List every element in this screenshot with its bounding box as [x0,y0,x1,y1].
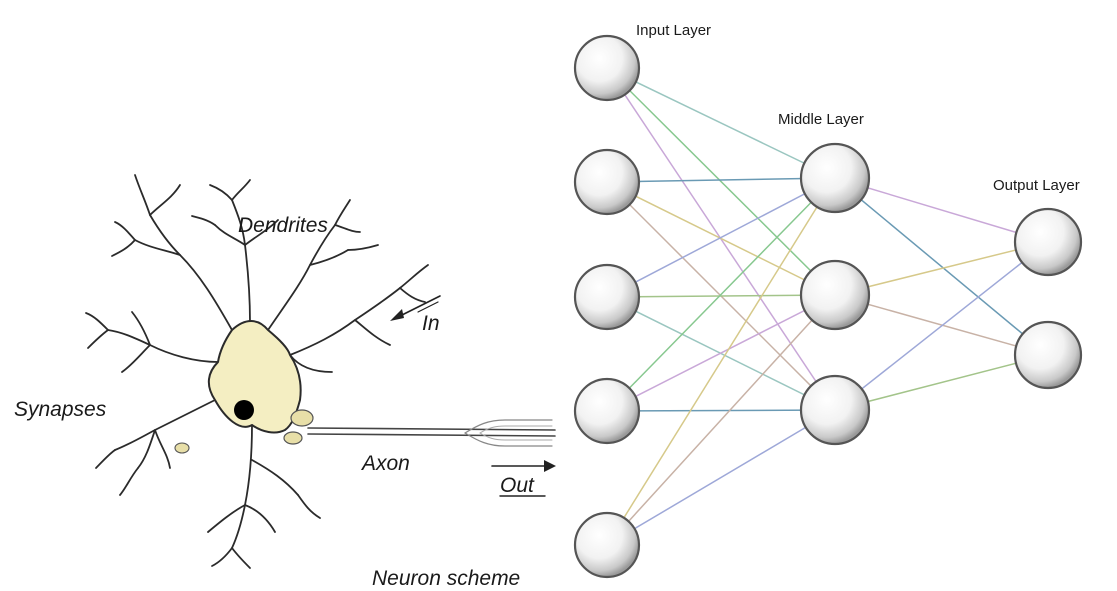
connection-input-middle [606,181,836,296]
nucleus [234,400,254,420]
axon [307,419,556,447]
connection-input-middle [606,294,836,412]
network-connections [606,67,1049,546]
neuron-scheme-label: Neuron scheme [372,567,520,590]
synapse-bulb [283,431,303,445]
out-arrow [491,460,556,497]
connection-input-middle [606,67,836,179]
synapse-bulb [174,442,190,454]
synapse-bulb [290,409,314,427]
connection-input-middle [606,177,836,298]
input-node [573,511,641,579]
connection-input-middle [606,177,836,183]
connection-input-middle [606,177,836,546]
input-node [573,148,641,216]
connection-input-middle [606,177,836,412]
middle-node [799,374,871,446]
input-node [573,377,641,445]
connection-input-middle [606,409,836,546]
axon-label: Axon [360,452,410,475]
connection-middle-output [834,177,1049,356]
in-label: In [422,312,440,335]
input-node [573,34,641,102]
input-layer-label: Input Layer [636,22,711,39]
soma [207,320,302,434]
neuron-illustration [85,174,556,569]
middle-layer-label: Middle Layer [778,111,864,128]
connection-middle-output [834,354,1049,411]
connection-input-middle [606,294,836,298]
synapses-label: Synapses [14,398,107,421]
connection-input-middle [606,67,836,296]
out-label: Out [500,474,535,497]
connection-input-middle [606,409,836,412]
network-nodes [573,34,1083,579]
input-node [573,263,641,331]
output-layer-label: Output Layer [993,177,1080,194]
in-arrow [390,295,441,321]
connection-middle-output [834,241,1049,411]
dendrites-label: Dendrites [238,214,328,237]
connection-middle-output [834,177,1049,243]
middle-node [799,259,871,331]
output-node [1013,320,1083,390]
connection-middle-output [834,294,1049,356]
output-node [1013,207,1083,277]
connection-middle-output [834,241,1049,296]
middle-node [799,142,871,214]
connection-input-middle [606,294,836,546]
dendrites [85,174,429,569]
